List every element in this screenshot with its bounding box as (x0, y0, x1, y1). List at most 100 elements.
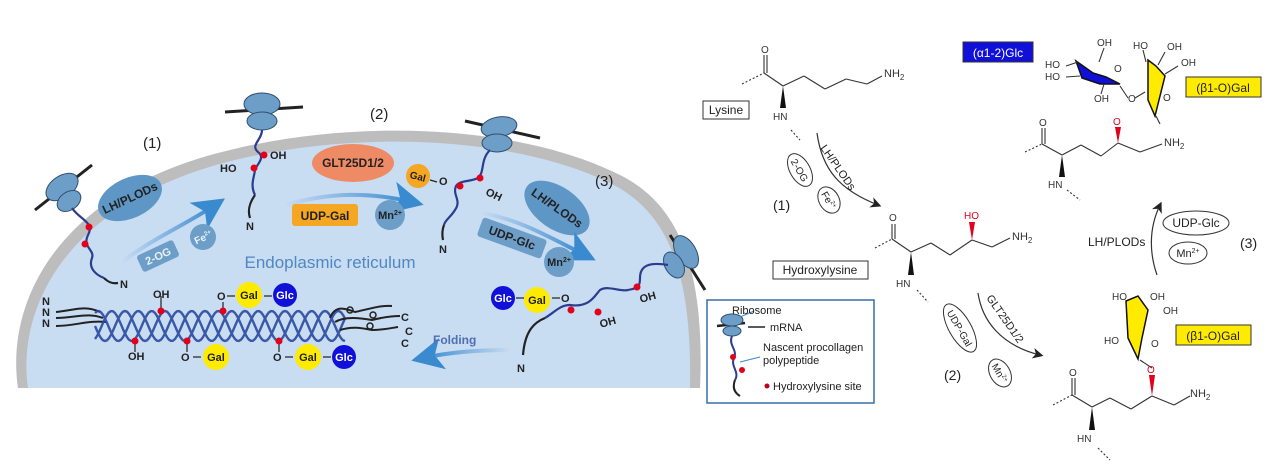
sugar-glc (273, 283, 297, 307)
hydroxylysine-site (131, 337, 139, 345)
sugar-glc (332, 345, 356, 369)
hydroxylysine-site (81, 240, 89, 248)
svg-text:HN: HN (896, 279, 910, 290)
svg-text:Gal: Gal (299, 352, 317, 364)
svg-text:Gal: Gal (240, 290, 258, 302)
svg-text:O: O (181, 352, 190, 364)
legend-site: Hydroxylysine site (773, 381, 862, 393)
glc-ring (1074, 59, 1121, 85)
cofactor-mn-2 (375, 200, 405, 230)
svg-text:C: C (401, 312, 409, 324)
gal-label-top: (β1-O)Gal (1196, 81, 1250, 95)
svg-text:OH: OH (270, 150, 287, 162)
svg-text:Mn2+: Mn2+ (1176, 248, 1199, 260)
svg-text:LH/PLODs: LH/PLODs (1088, 235, 1145, 249)
svg-text:Mn2+: Mn2+ (547, 257, 571, 269)
svg-text:OH: OH (598, 315, 617, 331)
svg-text:HO: HO (964, 211, 979, 222)
hydroxylysine-label: Hydroxylysine (783, 263, 858, 277)
glc-label: (α1-2)Glc (973, 46, 1023, 60)
enzyme-lh-plods-1 (98, 174, 162, 222)
svg-text:NH2: NH2 (1012, 231, 1033, 245)
svg-text:N: N (439, 244, 447, 256)
svg-text:Gal: Gal (408, 170, 427, 185)
reaction-arrow-3 (481, 211, 596, 261)
svg-text:OH: OH (128, 351, 145, 363)
hydroxylysine-site (633, 283, 641, 291)
collagen-triple-helix: N N N C C C OH O Gal Glc OH O (42, 282, 413, 370)
svg-text:polypeptide: polypeptide (763, 355, 819, 367)
svg-text:OH: OH (1167, 42, 1182, 53)
sugar-gal (295, 344, 321, 370)
enzyme-lh-plods-3 (524, 180, 590, 236)
cofactor-fe (190, 224, 216, 250)
reaction-arrow-1 (120, 198, 225, 264)
sugar-gal (236, 282, 262, 308)
svg-text:NH2: NH2 (884, 68, 905, 82)
svg-text:N: N (42, 318, 50, 330)
chem-arrow-2 (977, 292, 1044, 359)
cofactor-udp-gal (292, 204, 358, 226)
hydroxylysine-site (275, 337, 283, 345)
svg-text:HO: HO (1104, 336, 1119, 347)
hydroxylysine-site (476, 174, 484, 182)
glc-label-box (962, 41, 1034, 63)
svg-text:Gal: Gal (207, 352, 225, 364)
svg-text:O: O (761, 45, 769, 56)
hydroxylysine-label-box (772, 260, 869, 280)
svg-text:HN: HN (1048, 180, 1062, 191)
lysine-label: Lysine (709, 103, 744, 117)
svg-text:Glc: Glc (494, 293, 512, 305)
cofactor-mn-3 (544, 247, 574, 277)
gal-label-top-box (1185, 76, 1262, 98)
svg-text:O: O (217, 291, 226, 303)
hydroxylysine-site (456, 182, 464, 190)
svg-text:O: O (889, 213, 897, 224)
er-label: Endoplasmic reticulum (244, 253, 415, 272)
svg-text:Mn2+: Mn2+ (378, 210, 402, 222)
svg-text:GLT25D1/2: GLT25D1/2 (984, 293, 1026, 346)
hydroxylysine-site (157, 307, 165, 315)
gal-ring-bottom (1125, 295, 1149, 362)
cofactor-2og (137, 240, 179, 272)
svg-text:(1): (1) (773, 197, 790, 213)
svg-text:O: O (561, 293, 570, 305)
reaction-arrow-2 (284, 181, 424, 213)
hydroxylysine-site (183, 337, 191, 345)
svg-text:(3): (3) (1240, 235, 1257, 251)
svg-text:N: N (42, 307, 50, 319)
helix-strand (93, 309, 346, 343)
folding-arrow (411, 338, 511, 370)
gal-ring-top (1147, 58, 1166, 119)
svg-text:OH: OH (153, 289, 170, 301)
svg-text:HO: HO (1112, 292, 1127, 303)
svg-text:UDP-Glc: UDP-Glc (1172, 216, 1219, 230)
gal-label-bottom: (β1-O)Gal (1186, 329, 1240, 343)
hydroxylysine-site (250, 164, 258, 172)
hydroxylysine-site (85, 223, 93, 231)
svg-text:O: O (273, 352, 282, 364)
ribosome-4: OH OH O Gal Glc N (491, 234, 707, 375)
galactosyl-hydroxylysine-structure (1052, 359, 1191, 461)
enzyme-glt25d1-2 (312, 144, 394, 182)
step-3-label: (3) (595, 173, 613, 190)
svg-text:Glc: Glc (276, 290, 294, 302)
cofactor-udp-glc (477, 217, 547, 259)
svg-text:HN: HN (1077, 434, 1091, 445)
svg-text:O: O (1039, 118, 1047, 129)
hydroxylysine-structure (874, 222, 1011, 303)
svg-text:N: N (246, 221, 254, 233)
nascent-chain-3 (442, 149, 491, 226)
svg-text:O: O (1113, 117, 1121, 128)
gal-label-bottom-box (1175, 324, 1252, 346)
svg-text:HO: HO (220, 163, 237, 175)
legend-mrna: mRNA (770, 322, 803, 334)
svg-text:NH2: NH2 (1190, 388, 1211, 402)
helix-strand (94, 309, 347, 343)
svg-text:OH: OH (1163, 306, 1178, 317)
lysine-label-box (702, 100, 750, 120)
svg-text:O: O (1128, 94, 1136, 105)
chem-arrow-3 (1150, 201, 1162, 276)
step-1-label: (1) (143, 135, 161, 152)
